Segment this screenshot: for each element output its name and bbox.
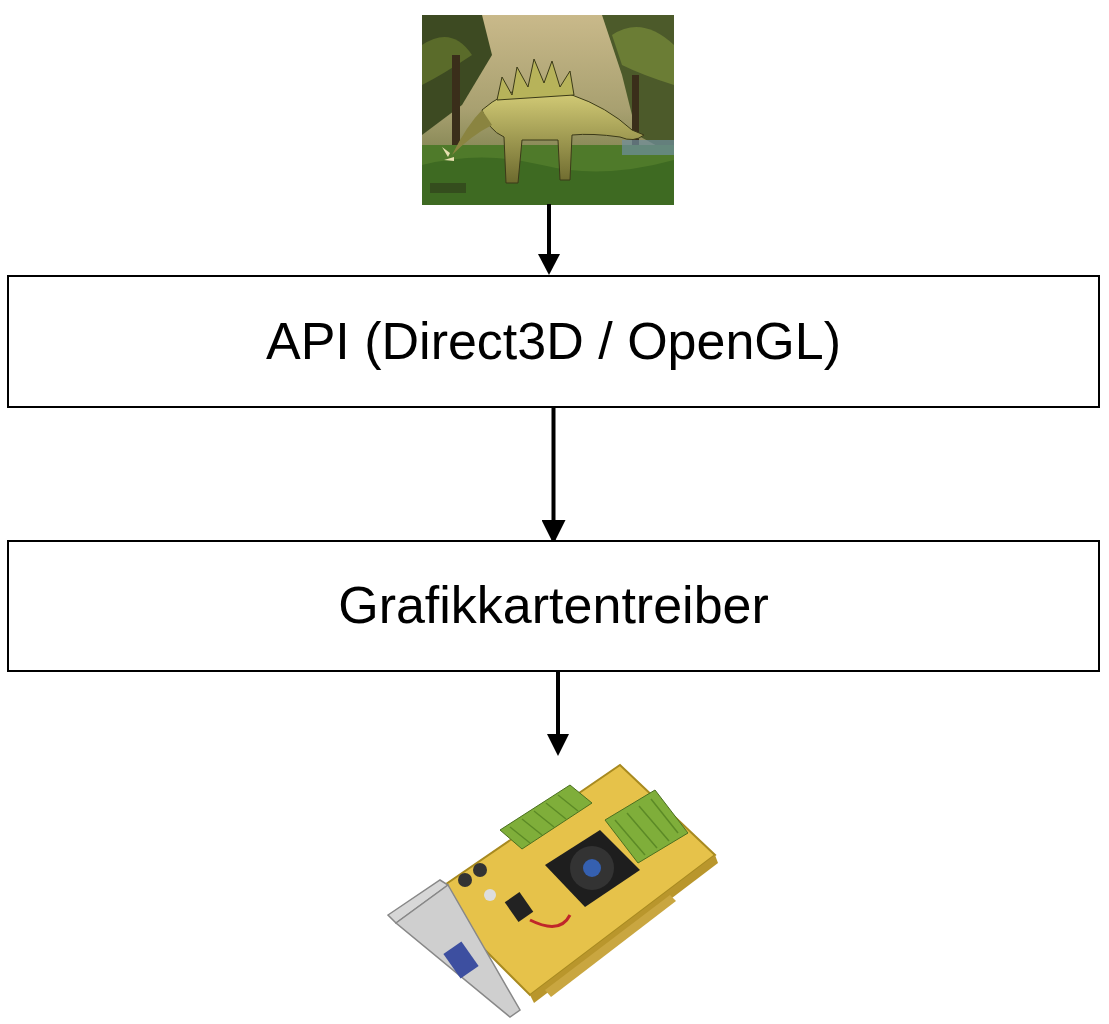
box-label: Grafikkartentreiber (338, 577, 769, 634)
graphics-card-picture (370, 745, 745, 1020)
flow-arrow (544, 672, 574, 758)
game-scene-picture (422, 15, 674, 205)
process-box: Grafikkartentreiber (7, 540, 1100, 672)
process-box: API (Direct3D / OpenGL) (7, 275, 1100, 408)
box-label: API (Direct3D / OpenGL) (266, 313, 841, 370)
flow-arrow (535, 204, 565, 276)
flow-arrow (552, 408, 556, 540)
